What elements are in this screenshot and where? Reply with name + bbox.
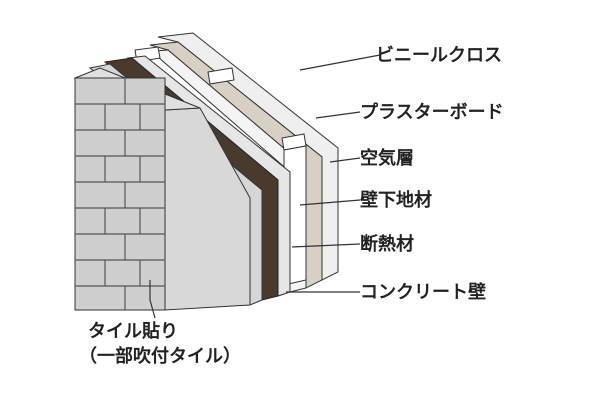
label-tile: タイル貼り: [88, 321, 178, 342]
leader-lines: [149, 54, 381, 319]
label-wall-base: 壁下地材: [360, 189, 432, 211]
label-tile-note: （一部吹付タイル）: [79, 346, 241, 367]
tile-grid: [75, 78, 165, 310]
label-vinyl-cloth: ビニールクロス: [376, 45, 502, 66]
label-insulation: 断熱材: [360, 233, 414, 255]
air-layer: [139, 49, 307, 293]
label-air-layer: 空気層: [360, 147, 414, 169]
label-concrete-wall: コンクリート壁: [360, 281, 486, 303]
tile-face: [74, 77, 166, 311]
label-plasterboard: プラスターボード: [360, 101, 504, 123]
